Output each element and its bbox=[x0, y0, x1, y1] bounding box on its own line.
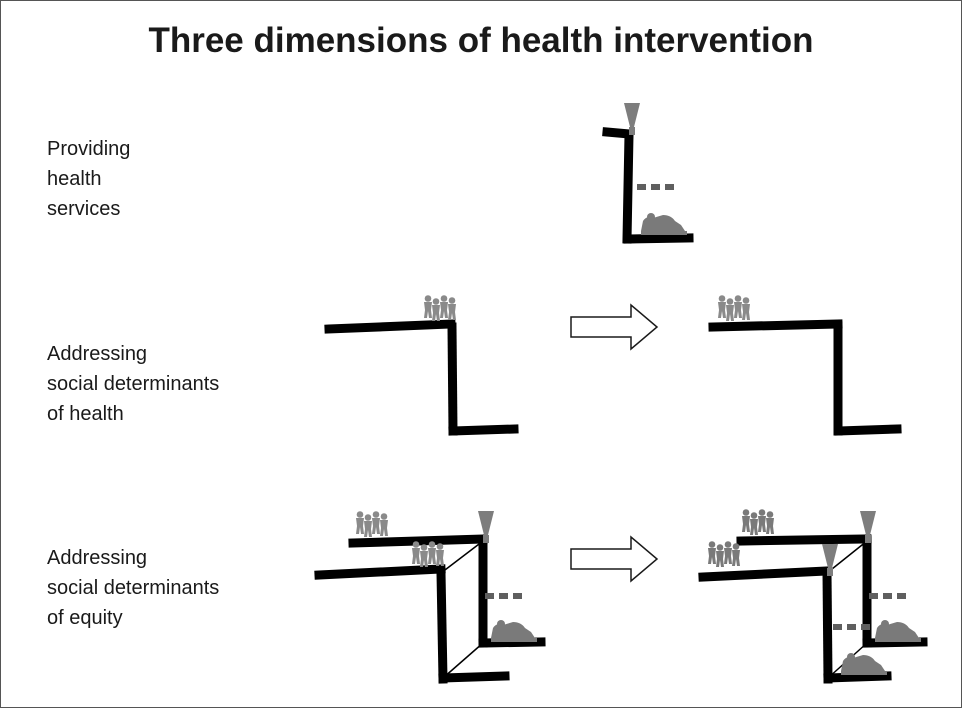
row-label-determinants-health: Addressing social determinants of health bbox=[47, 343, 220, 425]
diagram-title: Three dimensions of health intervention bbox=[148, 21, 814, 60]
services-bed-icon bbox=[641, 213, 687, 235]
bed-icon bbox=[491, 620, 537, 642]
dashes bbox=[485, 593, 522, 599]
crowd-icon bbox=[424, 295, 456, 321]
services-dashes bbox=[637, 184, 674, 190]
services-lines bbox=[602, 127, 694, 244]
determinants-equity-before bbox=[314, 511, 546, 684]
row3-arrow-icon bbox=[570, 535, 659, 583]
determinants-health-after bbox=[708, 295, 902, 436]
determinants-health-before bbox=[324, 295, 519, 436]
row-label-determinants-equity: Addressing social determinants of equity bbox=[47, 547, 220, 629]
determinants-equity-after bbox=[698, 509, 928, 684]
services-figure bbox=[602, 103, 694, 244]
crowd-icon bbox=[718, 295, 750, 321]
row-label-health-services: Providing health services bbox=[47, 138, 131, 220]
row2-arrow-icon bbox=[570, 303, 659, 351]
